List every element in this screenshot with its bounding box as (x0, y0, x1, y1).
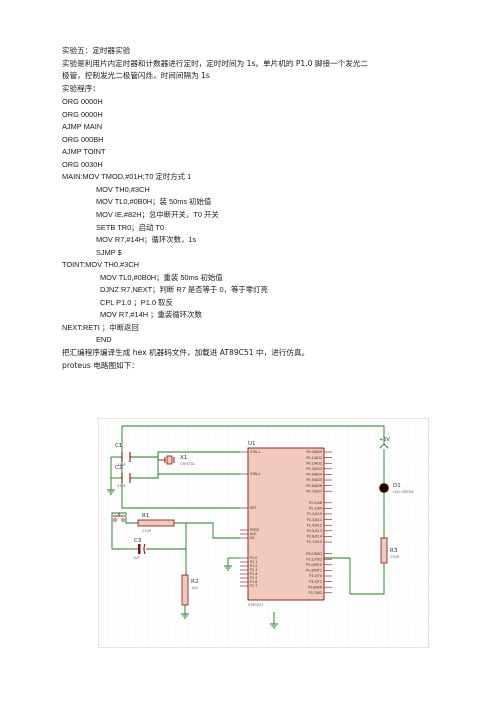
code-line: NEXT:RETI ；中断返回 (62, 322, 139, 332)
program-heading: 实验程序： (62, 84, 100, 93)
mcu-pin-label: P1.3 (250, 568, 257, 572)
mcu-pin-label: XTAL1 (250, 450, 260, 454)
code-line: MOV IE,#82H；总中断开关，T0 开关 (96, 209, 219, 219)
code-line: TOINT:MOV TH0,#3CH (62, 260, 139, 270)
code-line: ORG 0030H (62, 159, 103, 169)
intro-line-2: 极管，控制发光二极管闪烁，时间间隔为 1s (62, 71, 210, 80)
mcu-pin-label: P1.1 (250, 560, 257, 564)
code-line: DJNZ R7,NEXT；判断 R7 是否等于 0，等于零灯亮 (100, 285, 268, 295)
x1-value: CRYSTAL (180, 462, 195, 466)
code-line: MOV R7,#14H ；重装循环次数 (100, 310, 202, 320)
mcu-pin-label: ALE (250, 532, 256, 536)
c3-value: 1uF (133, 556, 139, 560)
mcu-pin-label: P1.0 (250, 556, 257, 560)
code-line: CPL P1.0 ；P1.0 取反 (100, 297, 173, 307)
r1-value: 220R (142, 529, 152, 533)
resistor-r3: R3 220R (380, 537, 400, 564)
mcu-pin-label: P1.2 (250, 564, 257, 568)
mcu-pin-label: RST (250, 506, 258, 510)
resistor-r1: R1 220R (137, 513, 175, 533)
code-line: SJMP $ (96, 247, 122, 257)
c2-value: 33pF (117, 484, 126, 488)
r3-value: 220R (390, 555, 400, 559)
mcu-pin-label: P3.7/RD (308, 591, 322, 595)
mcu-pin-label: P3.6/WR (308, 585, 323, 589)
mcu-pin-label: P3.3/INT1 (306, 569, 322, 573)
mcu-left-pins: XTAL1XTAL2RSTPSENALEEAP1.0P1.1P1.2P1.3P1… (240, 450, 260, 588)
mcu-pin-label: EA (250, 536, 255, 540)
mcu-pin-label: P0.6/AD6 (306, 484, 322, 488)
mcu-pin-label: P0.0/AD0 (306, 450, 322, 454)
mcu-pin-label: P2.6/A14 (307, 535, 322, 539)
mcu-pin-label: P0.2/AD2 (306, 461, 322, 465)
reset-button (113, 513, 125, 522)
c2-ref: C2 (115, 465, 122, 471)
mcu-pin-label: P1.6 (250, 580, 257, 584)
mcu-pin-label: P3.4/T0 (309, 574, 322, 578)
mcu-pin-label: P1.7 (250, 584, 257, 588)
mcu-right-pins: P0.0/AD0P0.1/AD1P0.2/AD2P0.3/AD3P0.4/AD4… (306, 450, 332, 595)
u1-part: AT89C51 (248, 603, 264, 607)
u1-ref: U1 (248, 441, 256, 447)
r2-ref: R2 (191, 579, 198, 585)
crystal-x1: X1 CRYSTAL (158, 455, 195, 466)
c1-value: 33pF (117, 463, 126, 467)
code-line: MOV TH0,#3CH (96, 184, 150, 194)
mcu-pin-label: P2.4/A12 (307, 523, 322, 527)
d1-value: LED-GREEN (393, 490, 414, 494)
capacitor-c2: C2 33pF (115, 465, 131, 488)
mcu-pin-label: P2.2/A10 (307, 512, 322, 516)
vcc-terminal: +5V (379, 437, 390, 449)
mcu-pin-label: P2.1/A9 (309, 507, 322, 511)
doc-title: 实验五：定时器实验 (62, 46, 131, 55)
mcu-pin-label: P3.2/INT0 (306, 563, 322, 567)
mcu-pin-label: P3.5/T1 (309, 580, 322, 584)
code-line: SETB TR0；启动 T0 (96, 222, 165, 232)
wires (110, 425, 385, 624)
code-line: MOV TL0,#0B0H；装 50ms 初始值 (96, 197, 212, 207)
code-line: MAIN:MOV TMOD,#01H;T0 定时方式 1 (62, 172, 192, 182)
code-line: ORG 0000H (62, 97, 103, 106)
code-line: AJMP MAIN (62, 122, 103, 132)
r2-value: 10k (191, 586, 198, 590)
code-line: ORG 000BH (62, 134, 104, 144)
mcu-u1: U1 AT89C51 XTAL1XTAL2RSTPSENALEEAP1.0P1.… (240, 441, 332, 607)
mcu-pin-label: P3.0/RXD (306, 552, 322, 556)
mcu-pin-label: P1.4 (250, 572, 257, 576)
mcu-pin-label: P0.4/AD4 (306, 473, 322, 477)
x1-ref: X1 (180, 455, 187, 461)
c3-ref: C3 (134, 538, 142, 544)
mcu-pin-label: P0.3/AD3 (306, 467, 322, 471)
mcu-pin-label: P0.5/AD5 (306, 478, 322, 482)
code-line: AJMP TOINT (62, 147, 106, 157)
circuit-diagram: +5V C1 33pF C2 33pF X1 CRYSTAL R1 220R (98, 418, 429, 648)
code-line: MOV R7,#14H；循环次数，1s (96, 235, 197, 245)
mcu-pin-label: XTAL2 (250, 472, 260, 476)
r3-ref: R3 (390, 548, 398, 554)
mcu-pin-label: P0.1/AD1 (306, 456, 322, 460)
c1-ref: C1 (115, 443, 122, 449)
code-line: MOV TL0,#0B0H；重装 50ms 初始值 (100, 272, 223, 282)
mcu-pin-label: PSEN (250, 528, 259, 532)
r1-ref: R1 (142, 513, 149, 519)
capacitor-c3: C3 1uF (127, 538, 146, 560)
mcu-pin-label: P2.5/A13 (307, 529, 322, 533)
mcu-pin-label: P2.3/A11 (307, 518, 322, 522)
mcu-pin-label: P0.7/AD7 (306, 489, 322, 493)
d1-ref: D1 (393, 483, 401, 489)
circuit-heading: proteus 电路图如下： (62, 361, 139, 370)
code-line: END (96, 335, 112, 345)
mcu-pin-label: P3.1/TXD (306, 557, 322, 561)
ground-symbols (107, 489, 278, 629)
vcc-label: +5V (379, 437, 390, 443)
summary-line: 把汇编程序编译生成 hex 机器码文件，加载进 AT89C51 中，进行仿真。 (62, 348, 310, 357)
mcu-pin-label: P2.0/A8 (309, 501, 322, 505)
resistor-r2: R2 10k (181, 574, 198, 606)
capacitor-c1: C1 33pF (115, 443, 131, 467)
mcu-pin-label: P2.7/A15 (307, 540, 322, 544)
led-d1: D1 LED-GREEN (379, 476, 414, 500)
code-line: ORG 0000H (62, 109, 103, 119)
intro-line-1: 实验是利用片内定时器和计数器进行定时，定时时间为 1s。单片机的 P1.0 脚接… (62, 59, 369, 68)
mcu-pin-label: P1.5 (250, 576, 257, 580)
